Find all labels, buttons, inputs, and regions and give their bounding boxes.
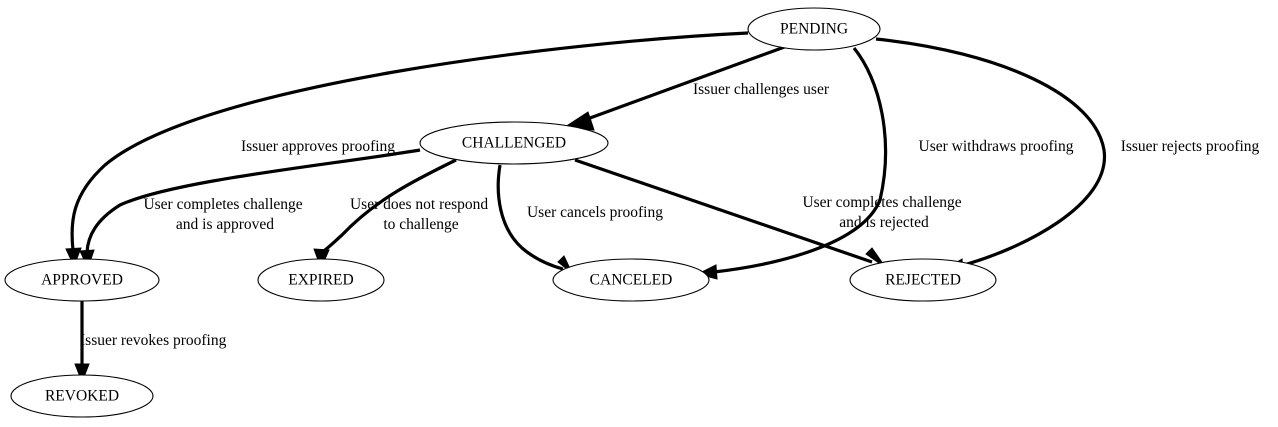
edge-path-pending-approved	[70, 31, 749, 251]
edge-path-challenged-approved	[85, 148, 421, 253]
edge-path-challenged-expired	[321, 158, 457, 254]
node-canceled[interactable]: CANCELED	[552, 258, 710, 302]
edge-label-pending-challenged: Issuer challenges user	[693, 81, 830, 98]
edge-pending-rejected[interactable]: Issuer rejects proofing	[875, 37, 1260, 274]
node-expired[interactable]: EXPIRED	[257, 258, 385, 302]
node-pending[interactable]: PENDING	[747, 7, 881, 51]
node-label-pending: PENDING	[780, 21, 848, 38]
edge-challenged-canceled[interactable]: User cancels proofing	[496, 164, 663, 274]
arrowhead-revoked-in	[74, 363, 90, 384]
edge-label-pending-approved: Issuer approves proofing	[241, 138, 395, 155]
edge-path-pending-challenged	[589, 43, 791, 120]
edge-label-pending-rejected: Issuer rejects proofing	[1121, 138, 1260, 155]
arrowhead-approved-in-a	[65, 247, 82, 268]
node-shape-approved	[4, 258, 160, 302]
node-shape-expired	[257, 258, 385, 302]
edge-pending-challenged[interactable]: Issuer challenges user	[563, 43, 830, 131]
edge-approved-revoked[interactable]: Issuer revokes proofing	[74, 301, 227, 384]
edge-path-pending-canceled	[713, 46, 888, 274]
node-label-canceled: CANCELED	[590, 272, 673, 289]
node-shape-challenged	[419, 121, 609, 165]
edge-pending-approved[interactable]: Issuer approves proofing	[65, 31, 749, 268]
node-label-rejected: REJECTED	[885, 272, 961, 289]
edge-label-challenged-expired: User does not respond to challenge	[350, 196, 492, 233]
node-label-challenged: CHALLENGED	[462, 135, 566, 152]
node-shape-rejected	[849, 258, 997, 302]
node-label-expired: EXPIRED	[288, 272, 353, 289]
edge-label-challenged-approved: User completes challenge and is approved	[143, 196, 306, 233]
edge-challenged-expired[interactable]: User does not respond to challenge	[313, 158, 492, 270]
node-shape-canceled	[552, 258, 710, 302]
node-revoked[interactable]: REVOKED	[10, 374, 154, 418]
node-label-approved: APPROVED	[41, 272, 123, 289]
edge-label-challenged-canceled: User cancels proofing	[527, 204, 663, 221]
edge-path-challenged-canceled	[496, 164, 564, 271]
node-challenged[interactable]: CHALLENGED	[419, 121, 609, 165]
edge-label-challenged-rejected: User completes challenge and is rejected	[802, 194, 965, 231]
node-shape-pending	[747, 7, 881, 51]
edge-pending-canceled[interactable]: User withdraws proofing	[696, 46, 1074, 280]
edge-label-pending-canceled: User withdraws proofing	[919, 138, 1074, 155]
node-rejected[interactable]: REJECTED	[849, 258, 997, 302]
node-shape-revoked	[10, 374, 154, 418]
edge-label-approved-revoked: Issuer revokes proofing	[80, 332, 227, 349]
node-approved[interactable]: APPROVED	[4, 258, 160, 302]
node-label-revoked: REVOKED	[45, 388, 119, 405]
edge-path-pending-rejected	[875, 37, 1106, 268]
edge-challenged-approved[interactable]: User completes challenge and is approved	[79, 148, 421, 270]
